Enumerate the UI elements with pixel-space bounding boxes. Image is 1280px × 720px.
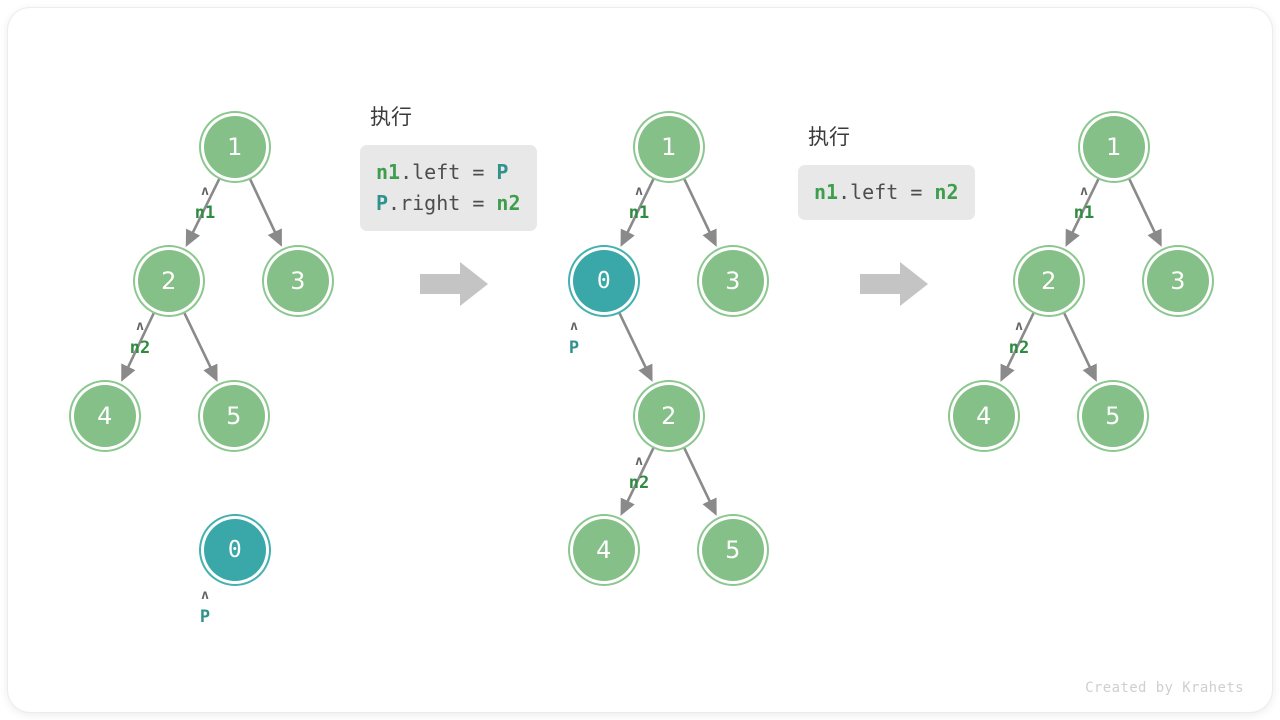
credit-text: Created by Krahets bbox=[1085, 680, 1244, 696]
tree-node: 3 bbox=[267, 250, 329, 312]
caret-icon: ʌ bbox=[635, 184, 643, 199]
tree-node: 2 bbox=[638, 385, 700, 447]
tree-edge bbox=[682, 178, 717, 247]
tree-node: 5 bbox=[203, 385, 265, 447]
pointer-label-text: n2 bbox=[1008, 338, 1030, 358]
code-line: n1.left = n2 bbox=[814, 177, 959, 208]
code-token-operator: .right = bbox=[388, 191, 497, 215]
caret-icon: ʌ bbox=[201, 588, 209, 603]
tree-node: 4 bbox=[573, 519, 635, 581]
code-token-variable: n1 bbox=[376, 160, 401, 184]
tree-node: 1 bbox=[1083, 116, 1145, 178]
tree-node: 1 bbox=[638, 116, 700, 178]
tree-node: 4 bbox=[953, 385, 1015, 447]
code-token-variable: n1 bbox=[814, 180, 839, 204]
code-token-operator: .left = bbox=[400, 160, 497, 184]
caret-icon: ʌ bbox=[570, 319, 578, 334]
tree-node: 3 bbox=[702, 250, 764, 312]
step-3-code-block: n1.left = n2 bbox=[798, 165, 975, 220]
tree-edge bbox=[185, 177, 221, 248]
tree-node: 5 bbox=[702, 519, 764, 581]
tree-edge bbox=[121, 312, 156, 382]
tree-node: 3 bbox=[1147, 250, 1209, 312]
tree-edge bbox=[1000, 311, 1035, 382]
code-line: n1.left = P bbox=[376, 157, 521, 188]
tree-edge bbox=[183, 311, 218, 382]
code-token-variable: P bbox=[376, 191, 389, 215]
tree-edge bbox=[682, 447, 717, 516]
pointer-label-text: n1 bbox=[1073, 203, 1095, 223]
tree-edge bbox=[618, 311, 653, 382]
tree-edge bbox=[1065, 177, 1100, 247]
code-token-variable: n2 bbox=[496, 191, 521, 215]
transition-arrow-1 bbox=[420, 262, 488, 306]
code-token-variable: n2 bbox=[934, 180, 959, 204]
tree-node: 4 bbox=[74, 385, 136, 447]
tree-node: 0 bbox=[204, 519, 266, 581]
pointer-label: ʌ n2 bbox=[110, 320, 170, 357]
tree-edge bbox=[620, 446, 655, 516]
code-token-operator: .left = bbox=[838, 180, 935, 204]
tree-edge bbox=[248, 178, 282, 247]
tree-edge bbox=[1127, 178, 1162, 247]
tree-edge bbox=[1062, 312, 1097, 382]
pointer-label: ʌ n2 bbox=[989, 320, 1049, 357]
pointer-label: ʌ n1 bbox=[609, 185, 669, 222]
pointer-label: ʌ n2 bbox=[609, 455, 669, 492]
pointer-label-text: n1 bbox=[628, 203, 650, 223]
pointer-label-text: P bbox=[199, 607, 211, 627]
code-token-variable: P bbox=[496, 160, 509, 184]
caret-icon: ʌ bbox=[635, 454, 643, 469]
caret-icon: ʌ bbox=[201, 184, 209, 199]
transition-arrow-2 bbox=[860, 262, 928, 306]
caret-icon: ʌ bbox=[1080, 184, 1088, 199]
pointer-label: ʌ n1 bbox=[175, 185, 235, 222]
pointer-label-text: n1 bbox=[194, 203, 216, 223]
tree-node: 2 bbox=[1018, 250, 1080, 312]
step-2-caption: 执行 bbox=[370, 105, 412, 129]
step-3-caption: 执行 bbox=[808, 125, 850, 149]
pointer-label-text: n2 bbox=[129, 338, 151, 358]
code-line: P.right = n2 bbox=[376, 188, 521, 219]
tree-node: 2 bbox=[138, 250, 200, 312]
pointer-label-text: n2 bbox=[628, 473, 650, 493]
pointer-label-text: P bbox=[568, 338, 580, 358]
tree-node: 5 bbox=[1082, 385, 1144, 447]
tree-node: 0 bbox=[573, 250, 635, 312]
tree-edges-layer bbox=[121, 177, 1162, 516]
tree-node: 1 bbox=[204, 116, 266, 178]
pointer-label: ʌ n1 bbox=[1054, 185, 1114, 222]
tree-edge bbox=[620, 177, 655, 247]
caret-icon: ʌ bbox=[1015, 319, 1023, 334]
caret-icon: ʌ bbox=[136, 319, 144, 334]
